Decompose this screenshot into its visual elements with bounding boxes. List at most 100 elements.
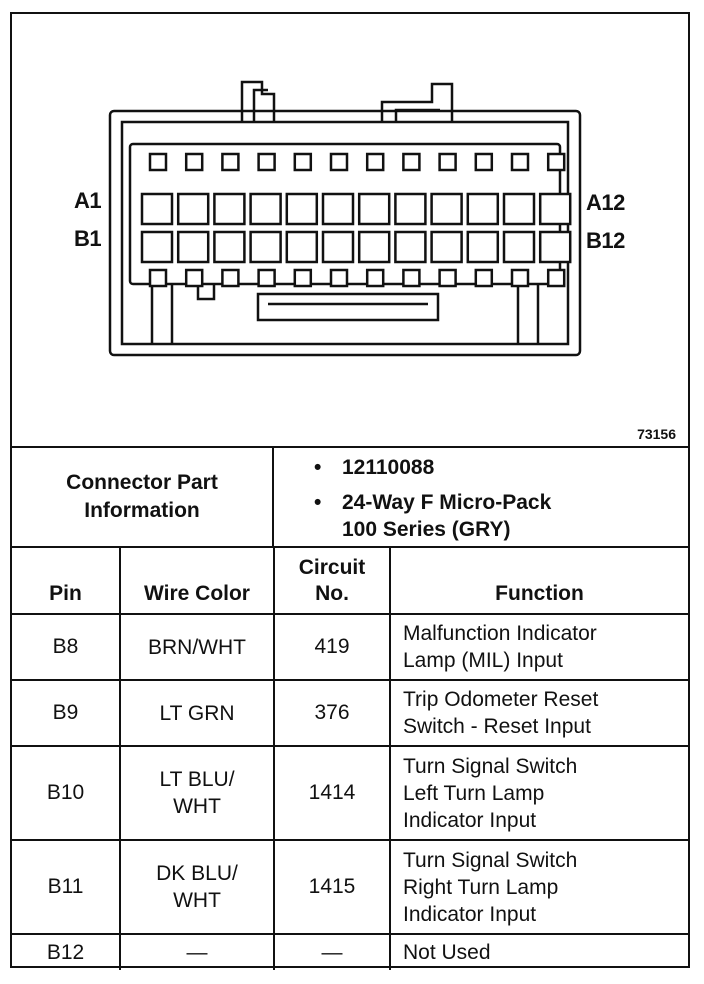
wire-color-cell: — <box>119 933 275 970</box>
header-function: Function <box>389 548 688 615</box>
connector-diagram: A1 B1 A12 B12 73156 <box>12 14 688 448</box>
connector-series: 100 Series (GRY) <box>342 518 511 541</box>
wire-color-line: LT BLU/ <box>159 768 235 791</box>
cavity-b <box>357 230 391 264</box>
table-header-row: Pin Wire Color Circuit No. Function <box>12 548 688 615</box>
pin-cell: B8 <box>12 613 121 681</box>
cavity-latch <box>546 152 566 172</box>
bullet-icon: • <box>314 456 322 479</box>
pin-cell: B9 <box>12 679 121 747</box>
cavity-b <box>321 230 355 264</box>
cavity-a <box>176 192 210 226</box>
header-circuit: Circuit No. <box>273 548 391 615</box>
cavity-latch <box>293 268 313 288</box>
cavity-latch <box>510 268 530 288</box>
cavity-a <box>430 192 463 226</box>
cavity-b <box>176 230 210 264</box>
function-line: Lamp (MIL) Input <box>403 649 563 672</box>
circuit-cell: 376 <box>273 679 391 747</box>
bullet-icon: • <box>314 491 322 514</box>
pin-label-b12: B12 <box>586 228 625 253</box>
part-info-label-line1: Connector Part <box>66 471 218 494</box>
part-number: 12110088 <box>342 456 435 479</box>
connector-part-info: Connector Part Information • 12110088 • … <box>12 448 688 548</box>
header-circuit-line1: Circuit <box>298 556 366 579</box>
wire-color-line: — <box>186 941 208 964</box>
cavity-b <box>140 230 174 264</box>
header-circuit-line2: No. <box>315 582 349 605</box>
cavity-latch <box>402 152 421 172</box>
wire-color-line: WHT <box>173 889 221 912</box>
cavity-latch <box>546 268 566 288</box>
cavity-b <box>538 230 572 264</box>
wire-color-cell: LT GRN <box>119 679 275 747</box>
wire-color-line: BRN/WHT <box>148 635 246 659</box>
cavity-b <box>502 230 536 264</box>
cavity-latch <box>402 268 421 288</box>
pin-table: Pin Wire Color Circuit No. Function B8 BR… <box>12 548 688 970</box>
function-line: Switch - Reset Input <box>403 715 591 738</box>
function-line: Malfunction Indicator <box>403 622 597 645</box>
cavity-b <box>466 230 500 264</box>
cavity-latch <box>148 152 168 172</box>
function-line: Trip Odometer Reset <box>403 688 599 711</box>
cavity-latch <box>474 152 494 172</box>
part-info-label: Connector Part Information <box>12 448 274 546</box>
cavity-a <box>502 192 536 226</box>
cavity-latch <box>438 268 457 288</box>
circuit-cell: 1415 <box>273 839 391 935</box>
cavity-latch <box>293 152 313 172</box>
connector-type: 24-Way F Micro-Pack <box>342 491 552 514</box>
wire-color-line: LT GRN <box>159 701 235 725</box>
cavity-latch <box>148 268 168 288</box>
pin-cell: B10 <box>12 745 121 841</box>
cavity-latch <box>184 268 204 288</box>
cavity-latch <box>221 268 240 288</box>
function-line: Indicator Input <box>403 902 537 926</box>
cavity-latch <box>329 268 349 288</box>
cavity-a <box>285 192 319 226</box>
cavity-latch <box>474 268 494 288</box>
pin-label-a12: A12 <box>586 190 625 215</box>
cavity-latch <box>365 152 385 172</box>
cavity-b <box>430 230 463 264</box>
function-line: Left Turn Lamp <box>403 781 545 805</box>
connector-type-item: • 24-Way F Micro-Pack 100 Series (GRY) <box>312 489 551 543</box>
wire-color-cell: DK BLU/WHT <box>119 839 275 935</box>
cavity-a <box>466 192 500 226</box>
cavity-b <box>285 230 319 264</box>
figure-number: 73156 <box>637 426 676 442</box>
function-line: Turn Signal Switch <box>403 848 578 872</box>
part-info-list: • 12110088 • 24-Way F Micro-Pack 100 Ser… <box>312 454 551 543</box>
cavity-latch <box>257 268 276 288</box>
cavity-b <box>394 230 427 264</box>
circuit-cell: 1414 <box>273 745 391 841</box>
cavity-a <box>321 192 355 226</box>
part-number-item: • 12110088 <box>312 454 551 481</box>
header-pin: Pin <box>12 548 121 615</box>
wire-color-cell: LT BLU/WHT <box>119 745 275 841</box>
cavity-latch <box>329 152 349 172</box>
function-line: Not Used <box>403 941 491 964</box>
cavity-a <box>394 192 427 226</box>
circuit-cell: 419 <box>273 613 391 681</box>
wire-color-line: WHT <box>173 795 221 818</box>
pin-label-a1: A1 <box>74 188 102 213</box>
pin-label-b1: B1 <box>74 226 102 251</box>
cavity-a <box>249 192 282 226</box>
cavity-a <box>538 192 572 226</box>
part-info-label-line2: Information <box>84 499 200 522</box>
table-row: B12——Not Used <box>12 933 688 970</box>
wire-color-cell: BRN/WHT <box>119 613 275 681</box>
cavity-latch <box>510 152 530 172</box>
cavity-latch <box>257 152 276 172</box>
cavity-b <box>249 230 282 264</box>
wire-color-line: DK BLU/ <box>156 862 238 885</box>
